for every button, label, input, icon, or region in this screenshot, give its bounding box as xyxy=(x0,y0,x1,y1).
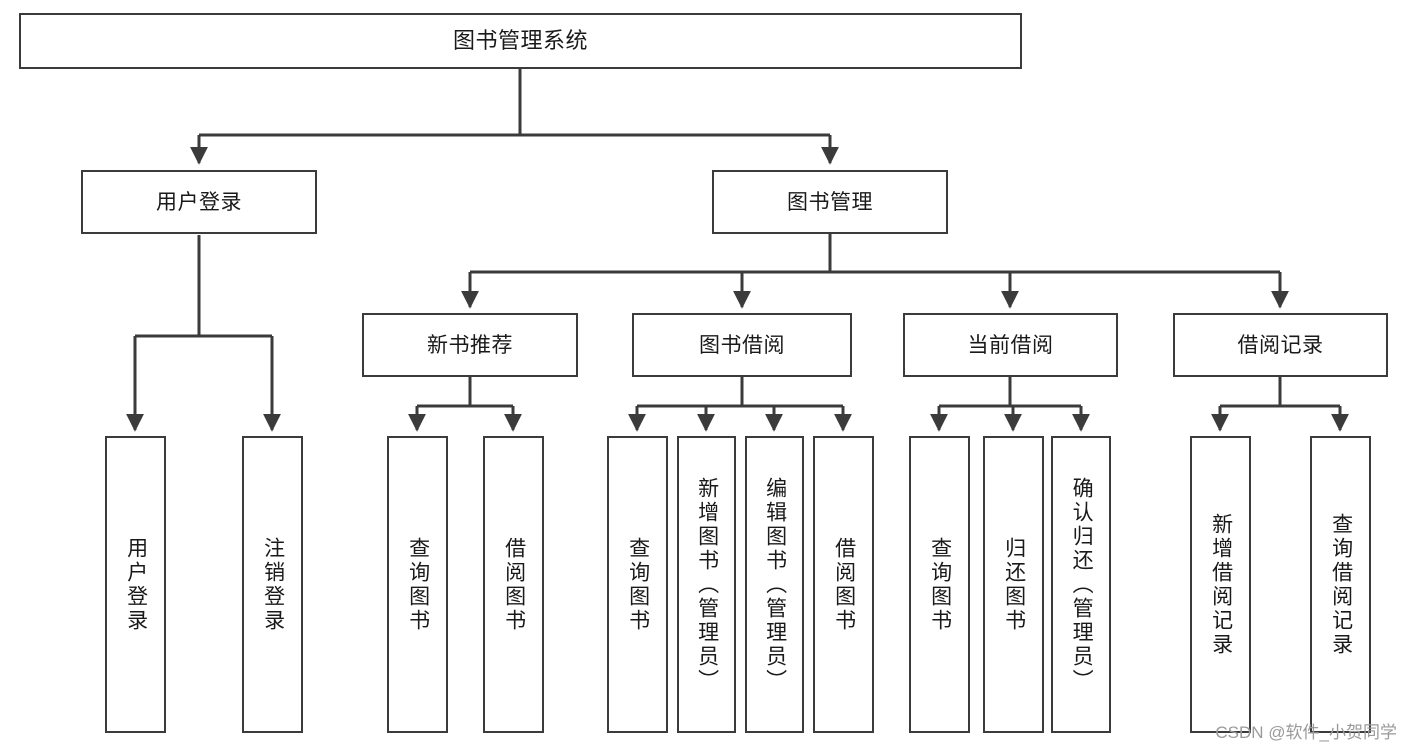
node-label: 图书管理 xyxy=(787,190,873,214)
node-label: 图书借阅 xyxy=(699,333,785,357)
node-user-login[interactable]: 用户登录 xyxy=(81,170,317,234)
node-label: 用户登录 xyxy=(156,190,242,214)
node-label: 图书管理系统 xyxy=(452,28,588,53)
node-borrow-record[interactable]: 借阅记录 xyxy=(1173,313,1388,377)
node-book-borrow[interactable]: 图书借阅 xyxy=(632,313,852,377)
leaf-confirm-return-admin[interactable]: 确认归还（管理员） xyxy=(1051,436,1111,733)
leaf-query-book-current[interactable]: 查询图书 xyxy=(909,436,970,733)
leaf-query-book-borrow[interactable]: 查询图书 xyxy=(607,436,668,733)
leaf-borrow-book-recommend[interactable]: 借阅图书 xyxy=(483,436,544,733)
node-current-borrow[interactable]: 当前借阅 xyxy=(903,313,1118,377)
leaf-borrow-book-borrow[interactable]: 借阅图书 xyxy=(813,436,874,733)
node-label: 当前借阅 xyxy=(967,333,1054,357)
leaf-query-book-recommend[interactable]: 查询图书 xyxy=(387,436,448,733)
node-book-management[interactable]: 图书管理 xyxy=(712,170,948,234)
node-label: 查询图书 xyxy=(626,536,650,633)
node-label: 确认归还（管理员） xyxy=(1070,476,1094,693)
leaf-user-login[interactable]: 用户登录 xyxy=(105,436,166,733)
node-label: 编辑图书（管理员） xyxy=(763,476,787,693)
leaf-query-borrow-record[interactable]: 查询借阅记录 xyxy=(1310,436,1371,733)
leaf-add-borrow-record[interactable]: 新增借阅记录 xyxy=(1190,436,1251,733)
node-label: 注销登录 xyxy=(261,536,285,633)
node-new-book-recommend[interactable]: 新书推荐 xyxy=(362,313,578,377)
leaf-user-logout[interactable]: 注销登录 xyxy=(242,436,303,733)
node-label: 归还图书 xyxy=(1002,536,1026,633)
node-label: 查询图书 xyxy=(406,536,430,633)
node-label: 借阅图书 xyxy=(832,536,856,633)
csdn-watermark: CSDN @软件_小贺同学 xyxy=(1215,723,1397,742)
node-label: 查询图书 xyxy=(928,536,952,633)
leaf-return-book[interactable]: 归还图书 xyxy=(983,436,1044,733)
node-label: 查询借阅记录 xyxy=(1329,512,1353,657)
node-label: 用户登录 xyxy=(124,536,148,633)
leaf-add-book-admin[interactable]: 新增图书（管理员） xyxy=(677,436,736,733)
node-book-management-system[interactable]: 图书管理系统 xyxy=(19,13,1022,69)
node-label: 新增借阅记录 xyxy=(1209,512,1233,657)
node-label: 借阅记录 xyxy=(1237,333,1324,357)
leaf-edit-book-admin[interactable]: 编辑图书（管理员） xyxy=(745,436,804,733)
node-label: 新增图书（管理员） xyxy=(695,476,719,693)
node-label: 借阅图书 xyxy=(502,536,526,633)
node-label: 新书推荐 xyxy=(427,333,513,357)
